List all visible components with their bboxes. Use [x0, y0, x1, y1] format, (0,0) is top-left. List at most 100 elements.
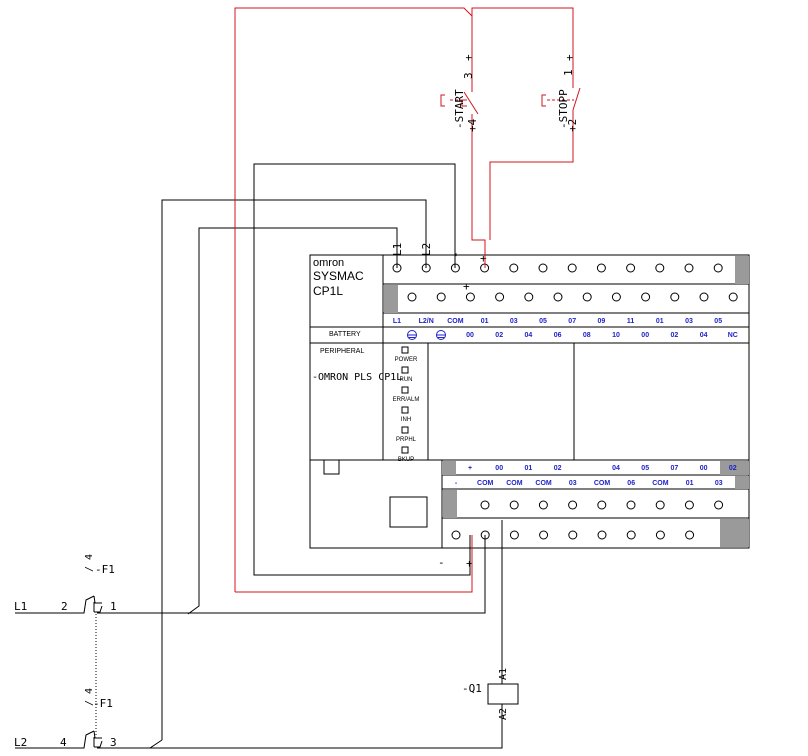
input-label-top: 01	[481, 318, 489, 325]
input-label-top: 03	[510, 318, 518, 325]
relay-coil-body	[487, 683, 519, 705]
minus-mark-output: -	[438, 556, 445, 569]
screw-terminal	[567, 263, 577, 273]
relay-terminal-a1: A1	[498, 668, 509, 680]
plc-brand: omron	[313, 257, 344, 269]
led-label: RUN	[400, 377, 413, 383]
input-label-top: L1	[393, 318, 401, 325]
screw-terminal	[495, 292, 505, 302]
screw-terminal	[713, 263, 723, 273]
plus-mark: +	[480, 252, 487, 265]
input-label-top: 11	[627, 318, 635, 325]
start-terminal-3-sign: +	[462, 54, 475, 61]
screw-terminal	[465, 292, 475, 302]
plus-mark-input: +	[463, 280, 470, 293]
screw-terminal	[728, 292, 738, 302]
input-label-top: 03	[685, 318, 693, 325]
plc-model: CP1L	[313, 284, 343, 298]
battery-cover	[323, 459, 340, 475]
input-label-bottom: NC	[728, 332, 738, 339]
battery-label: BATTERY	[329, 331, 361, 338]
input-label-bottom: 04	[525, 332, 533, 339]
relay-coil: -Q1 A1 A2	[462, 668, 519, 748]
start-tag: -START	[453, 89, 466, 129]
relay-terminal-a2: A2	[498, 708, 509, 720]
breaker2-terminal-4: 4	[60, 736, 67, 749]
output-label-bottom: 06	[627, 480, 635, 487]
status-led	[401, 446, 409, 454]
led-label: POWER	[395, 357, 418, 363]
terminal-end-block	[720, 519, 749, 547]
output-label-bottom: COM	[594, 480, 611, 487]
screw-terminal	[699, 292, 709, 302]
screw-terminal	[509, 500, 519, 510]
breaker2-terminal-3: 3	[110, 736, 117, 749]
input-label-bottom: 02	[671, 332, 679, 339]
screw-terminal	[641, 292, 651, 302]
screw-terminal	[582, 292, 592, 302]
screw-terminal	[407, 292, 417, 302]
led-label: INH	[401, 417, 411, 423]
output-label-bottom: -	[455, 480, 458, 487]
led-label: PRPHL	[396, 437, 417, 443]
screw-terminal	[451, 530, 461, 540]
terminal-end-block	[442, 461, 456, 475]
screw-terminal	[553, 292, 563, 302]
output-label-top: 00	[700, 465, 708, 472]
stop-terminal-2: +2	[566, 119, 579, 132]
stop-terminal-1-sign: +	[563, 54, 576, 61]
ground-icon	[407, 330, 417, 340]
screw-terminal	[655, 500, 665, 510]
screw-terminal	[509, 530, 519, 540]
output-label-top: 07	[671, 465, 679, 472]
screw-terminal	[655, 263, 665, 273]
output-label-bottom: COM	[535, 480, 552, 487]
plc-unit: omron SYSMAC CP1L BATTERY PERIPHERAL -OM…	[309, 243, 750, 570]
input-label-bottom: 06	[554, 332, 562, 339]
power-wiring	[15, 163, 503, 749]
line-l2-label: L2	[14, 736, 27, 749]
output-label-bottom: COM	[506, 480, 523, 487]
screw-terminal	[685, 530, 695, 540]
screw-terminal	[626, 530, 636, 540]
screw-terminal	[597, 500, 607, 510]
output-label-top: 05	[641, 465, 649, 472]
input-label-bottom: 10	[612, 332, 620, 339]
input-label-bottom: 00	[466, 332, 474, 339]
output-label-bottom: 03	[569, 480, 577, 487]
control-wiring	[234, 7, 574, 593]
breaker2-ref: / 4	[84, 688, 95, 706]
screw-terminal	[524, 292, 534, 302]
start-terminal-4: +4	[466, 118, 479, 132]
input-label-top: 05	[714, 318, 722, 325]
start-terminal-3: 3	[462, 72, 475, 79]
plc-series: SYSMAC	[313, 269, 364, 283]
output-label-top: 02	[729, 465, 737, 472]
terminal-end-block	[735, 256, 749, 284]
peripheral-label: PERIPHERAL	[320, 348, 364, 355]
screw-terminal	[626, 263, 636, 273]
screw-terminal	[568, 530, 578, 540]
led-label: BKUP	[398, 457, 414, 463]
terminal-end-block	[720, 461, 749, 475]
screw-terminals	[392, 263, 738, 540]
screw-terminal	[684, 500, 694, 510]
terminal-end-block	[735, 476, 749, 489]
screw-terminal	[539, 530, 549, 540]
status-led	[401, 426, 409, 434]
input-label-top: 07	[568, 318, 576, 325]
circuit-breaker-l2: L2 4 3 -F1 / 4	[14, 688, 117, 749]
pushbutton-actuator-icon	[541, 94, 546, 107]
screw-terminal	[684, 263, 694, 273]
input-label-bottom: 08	[583, 332, 591, 339]
breaker1-ref: / 4	[84, 554, 95, 572]
relay-tag: -Q1	[462, 682, 482, 695]
output-label-top: 00	[495, 465, 503, 472]
output-label-top: 04	[612, 465, 620, 472]
input-label-top: L2/N	[419, 318, 434, 325]
output-label-top: +	[468, 465, 472, 472]
screw-terminal	[626, 500, 636, 510]
